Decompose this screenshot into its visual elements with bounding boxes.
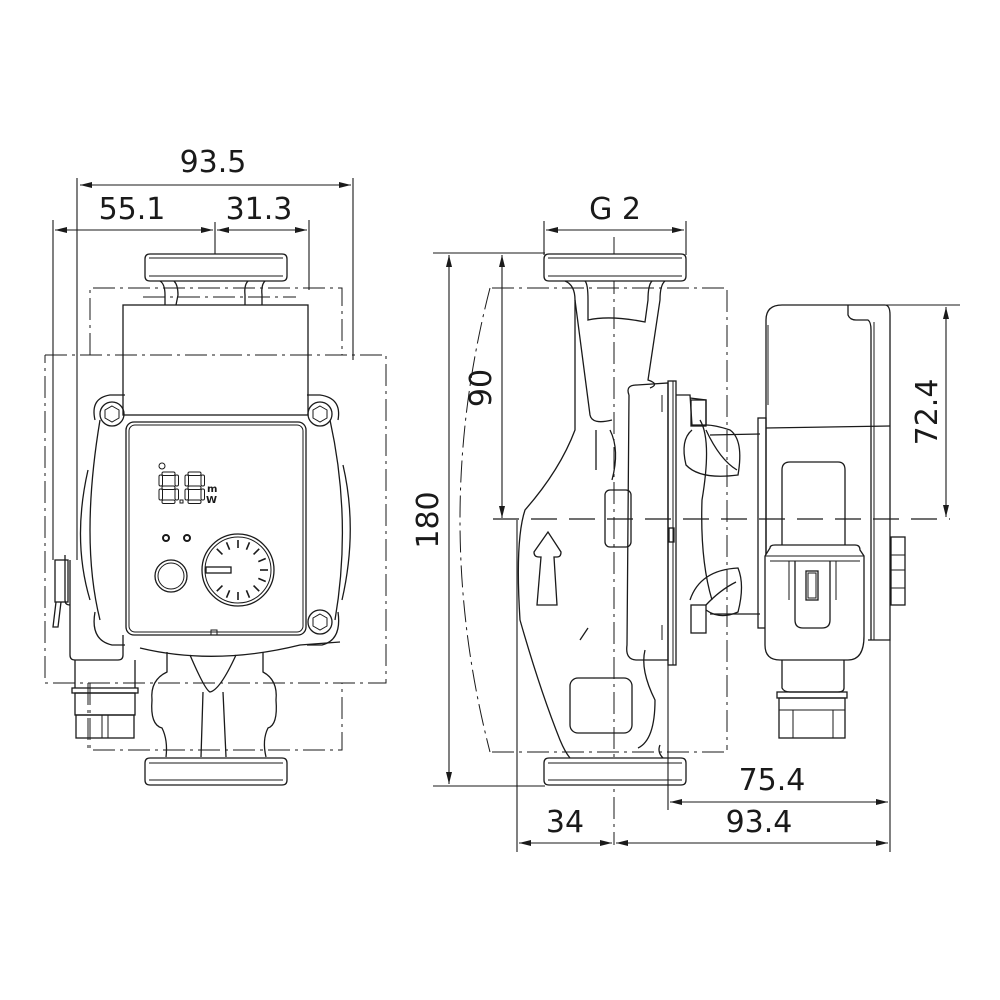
side-top-flange	[543, 253, 687, 282]
pump-casing	[517, 280, 666, 759]
electronics-housing	[757, 304, 906, 739]
dimension-label-55-1: 55.1	[99, 192, 166, 227]
dimension-label-72-4: 72.4	[910, 379, 945, 446]
dimension-offsets: 55.1 31.3	[52, 192, 310, 560]
dimension-label-75-4: 75.4	[739, 763, 806, 798]
lcd-display: m W	[158, 462, 217, 506]
top-flange	[144, 253, 288, 306]
dimension-depths: 75.4 34 93.4	[516, 520, 891, 852]
unit-m: m	[207, 484, 217, 495]
dimension-label-93-5: 93.5	[180, 145, 247, 180]
dimension-label-31-3: 31.3	[226, 192, 293, 227]
dimension-overall-width: 93.5	[76, 145, 354, 560]
led-indicator-1	[162, 534, 170, 542]
lcd-digit-1	[158, 471, 179, 504]
connector-plug	[764, 544, 865, 661]
side-bottom-flange	[543, 757, 687, 786]
knob-pointer	[205, 566, 232, 574]
front-envelope	[44, 287, 387, 751]
front-view: 93.5 55.1 31.3	[44, 145, 387, 786]
unit-w: W	[206, 495, 217, 506]
lower-body	[139, 641, 341, 758]
motor-housing	[79, 394, 351, 646]
dimension-label-90: 90	[464, 369, 499, 407]
dimension-thread: G 2	[543, 192, 687, 255]
motor-stator	[626, 380, 761, 666]
flow-direction-arrow	[533, 530, 562, 606]
cable-gland	[52, 555, 139, 750]
led-indicator-2	[183, 534, 191, 542]
side-view: G 2 180 90	[411, 192, 960, 852]
control-module: m W	[125, 421, 307, 636]
push-button[interactable]	[154, 559, 188, 593]
dimension-motor: 72.4	[858, 304, 960, 517]
dimension-label-180: 180	[411, 491, 446, 548]
lcd-digit-2	[184, 471, 205, 504]
dimension-label-34: 34	[546, 805, 584, 840]
dimension-label-g2: G 2	[589, 192, 641, 227]
bottom-flange	[144, 757, 288, 786]
side-envelope	[459, 237, 728, 845]
dimension-heights: 180 90	[411, 252, 545, 787]
upper-housing	[122, 304, 309, 416]
rotary-knob[interactable]	[201, 533, 275, 607]
rear-dial	[890, 536, 906, 606]
dimension-label-93-4: 93.4	[726, 805, 793, 840]
